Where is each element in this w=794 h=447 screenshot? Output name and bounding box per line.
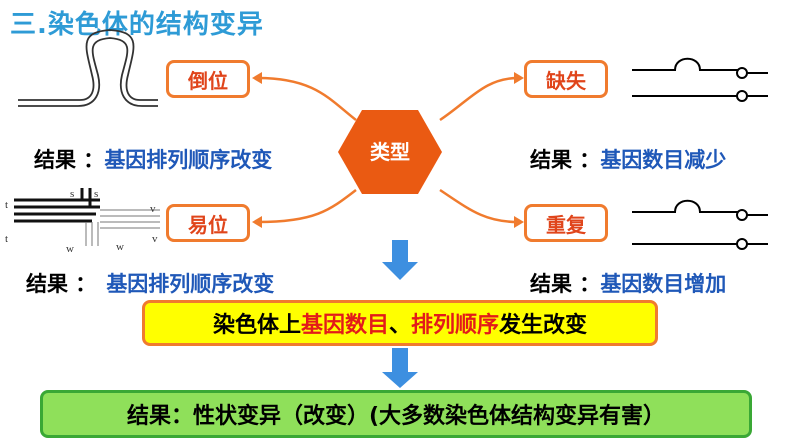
arrowhead-inversion	[252, 72, 262, 84]
result-deletion-text: 基因数目减少	[600, 148, 727, 172]
result-inversion: 结果 ：基因排列顺序改变	[34, 144, 272, 174]
arrowhead-duplication	[514, 216, 524, 228]
result-translocation-prefix: 结果 ：	[26, 272, 97, 296]
summary-box: 染色体上基因数目、排列顺序发生改变	[142, 300, 658, 346]
center-type-label: 类型	[370, 140, 410, 164]
result-inversion-prefix: 结果 ：	[34, 148, 105, 172]
result-duplication-text: 基因数目增加	[600, 272, 727, 296]
result-translocation: 结果 ： 基因排列顺序改变	[26, 268, 274, 298]
result-deletion: 结果 ：基因数目减少	[530, 144, 726, 174]
result-deletion-prefix: 结果 ：	[530, 148, 601, 172]
label-w2: w	[116, 241, 124, 253]
type-duplication-box: 重复	[524, 204, 608, 242]
label-v2: v	[152, 233, 158, 245]
translocation-drawing: s s t t v v w w	[5, 188, 160, 255]
arrowhead-translocation	[252, 216, 262, 228]
page-title: 三.染色体的结构变异	[10, 10, 264, 40]
result-duplication: 结果 ：基因数目增加	[530, 268, 726, 298]
label-t2: t	[5, 233, 8, 245]
arrowhead-deletion	[514, 72, 524, 84]
summary-gene-number: 基因数目	[300, 313, 389, 338]
summary-gene-order: 排列顺序	[411, 313, 500, 338]
type-inversion-box: 倒位	[166, 60, 250, 98]
result-inversion-text: 基因排列顺序改变	[104, 148, 273, 172]
arrow-to-inversion	[257, 76, 357, 121]
label-t1: t	[5, 199, 8, 211]
center-hexagon	[338, 110, 442, 194]
arrow-to-translocation	[257, 189, 357, 224]
label-s1: s	[70, 188, 74, 200]
summary-part1: 染色体上	[212, 313, 301, 338]
down-arrow-1	[382, 240, 418, 280]
arrow-to-deletion	[439, 76, 519, 122]
label-s2: s	[94, 188, 98, 200]
summary-part5: 发生改变	[499, 313, 588, 338]
down-arrow-2	[382, 348, 418, 388]
type-translocation-box: 易位	[166, 204, 250, 242]
result-translocation-text: 基因排列顺序改变	[106, 272, 275, 296]
label-w1: w	[66, 243, 74, 255]
inversion-loop-drawing	[18, 29, 158, 107]
deletion-drawing	[632, 57, 768, 102]
duplication-drawing	[632, 199, 768, 250]
label-v1: v	[150, 203, 156, 215]
result-duplication-prefix: 结果 ：	[530, 272, 601, 296]
type-deletion-box: 缺失	[524, 60, 608, 98]
conclusion-box: 结果：性状变异（改变）(大多数染色体结构变异有害）	[40, 390, 752, 438]
summary-separator: 、	[388, 313, 411, 338]
arrow-to-duplication	[439, 188, 519, 224]
